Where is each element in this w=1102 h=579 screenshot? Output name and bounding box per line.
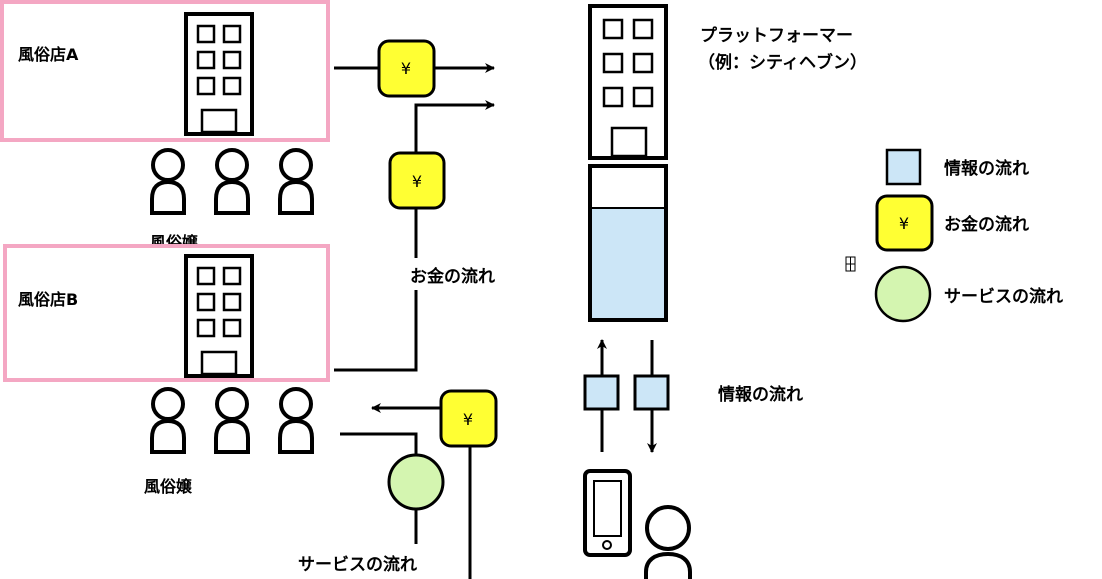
platform-title: プラットフォーマー — [700, 25, 853, 46]
info-flow: 情報の流れ — [583, 339, 803, 453]
legend-service-label: サービスの流れ — [944, 286, 1063, 307]
person-icon — [214, 387, 250, 454]
money-flow-a: ¥ — [334, 39, 495, 98]
yen-icon — [377, 39, 436, 98]
info-icon — [583, 374, 620, 411]
info-icon — [633, 374, 670, 411]
legend-money-swatch — [875, 194, 934, 252]
workers-b-label: 風俗嬢 — [144, 477, 193, 496]
money-flow-customer: ¥ — [371, 389, 498, 579]
person-icon — [278, 387, 314, 454]
legend-money-label: お金の流れ — [944, 214, 1029, 235]
yen-icon — [439, 389, 498, 448]
shop-a-frame — [0, 0, 330, 142]
data-fill — [592, 208, 664, 318]
person-icon — [214, 148, 250, 215]
shop-b-label: 風俗店B — [18, 290, 78, 309]
service-icon — [387, 453, 445, 511]
person-icon — [150, 148, 186, 215]
customer — [583, 469, 692, 579]
person-icon — [150, 387, 186, 454]
shop-b: 風俗店B — [3, 244, 330, 382]
shop-a: 風俗店A — [0, 0, 330, 142]
shop-b-frame — [3, 244, 330, 382]
info-flow-label: 情報の流れ — [718, 384, 803, 405]
service-flow: サービスの流れ — [298, 432, 445, 575]
customer-person-icon — [645, 505, 691, 551]
workers-a: 風俗嬢 — [150, 148, 314, 252]
label-backdrop — [408, 258, 526, 290]
yen-symbol: ¥ — [401, 59, 411, 78]
anchor-icon — [845, 256, 856, 272]
workers-b: 風俗嬢 — [144, 387, 314, 496]
legend: 情報の流れ ¥ お金の流れ サービスの流れ — [874, 148, 1063, 323]
legend-service-swatch — [874, 265, 932, 323]
service-flow-label: サービスの流れ — [298, 554, 417, 575]
legend-info-label: 情報の流れ — [944, 158, 1029, 179]
building-icon — [184, 12, 254, 136]
platform: プラットフォーマー （例：シティヘブン） — [588, 4, 867, 322]
money-flow-label: お金の流れ — [410, 266, 495, 287]
money-arrow — [334, 100, 495, 372]
platform-example: （例：シティヘブン） — [698, 52, 867, 73]
yen-icon — [388, 151, 446, 210]
yen-symbol: ¥ — [899, 214, 909, 233]
building-icon — [184, 254, 254, 378]
money-flow-b: ¥ お金の流れ — [334, 100, 526, 372]
legend-info-swatch — [885, 148, 922, 186]
shop-a-label: 風俗店A — [18, 45, 79, 64]
yen-symbol: ¥ — [412, 172, 422, 191]
person-icon — [278, 148, 314, 215]
yen-symbol: ¥ — [463, 410, 473, 429]
